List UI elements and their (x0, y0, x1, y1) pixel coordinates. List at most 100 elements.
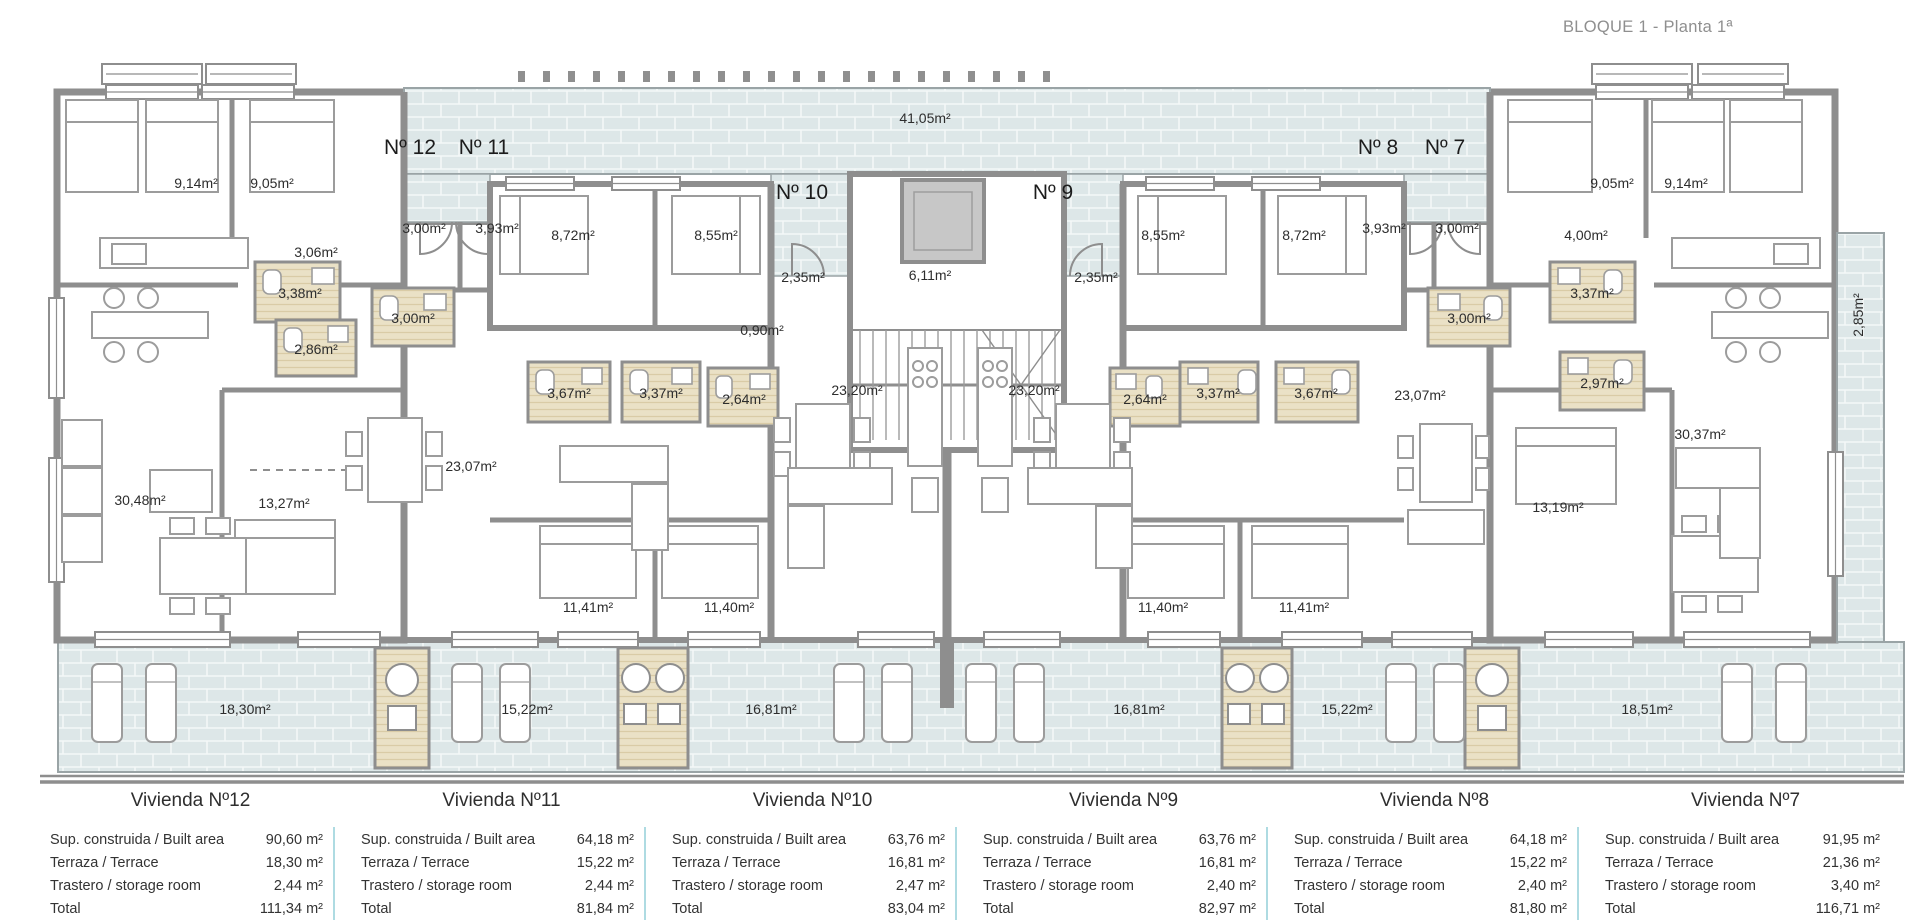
unit-number-label: Nº 7 (1424, 136, 1466, 159)
area-label: 23,20m² (831, 382, 883, 398)
area-label: 18,51m² (1621, 701, 1673, 717)
row-value: 15,22 m² (576, 855, 634, 871)
area-label: 41,05m² (899, 110, 951, 126)
area-label: 11,40m² (1137, 599, 1189, 615)
row-value: 90,60 m² (265, 832, 323, 848)
unit-table-row: Total 111,34 m² (50, 898, 323, 920)
area-label: 2,64m² (1123, 391, 1167, 407)
area-label: 2,97m² (1580, 375, 1624, 391)
area-label: 8,55m² (1141, 227, 1185, 243)
unit-table-title: Vivienda Nº10 (752, 790, 873, 811)
area-label: 8,72m² (551, 227, 595, 243)
row-label: Sup. construida / Built area (672, 832, 847, 848)
area-label: 30,48m² (114, 492, 166, 508)
bath-fixtures (262, 267, 1633, 399)
area-label: 18,30m² (219, 701, 271, 717)
unit-number-label: Nº 8 (1357, 136, 1399, 159)
row-label: Trastero / storage room (1605, 878, 1756, 894)
row-label: Trastero / storage room (50, 878, 201, 894)
unit-table-row: Terraza / Terrace 15,22 m² (361, 852, 634, 875)
unit-table-row: Trastero / storage room 2,47 m² (672, 875, 945, 898)
unit-number-label: Nº 11 (458, 136, 510, 159)
area-label: 9,14m² (174, 175, 218, 191)
area-label: 3,37m² (1196, 385, 1240, 401)
area-label: 16,81m² (1113, 701, 1165, 717)
row-value: 21,36 m² (1822, 855, 1880, 871)
row-label: Total (50, 901, 81, 917)
area-label: 3,00m² (391, 310, 435, 326)
row-label: Terraza / Terrace (50, 855, 159, 871)
row-label: Terraza / Terrace (983, 855, 1092, 871)
area-label: 30,37m² (1674, 426, 1726, 442)
area-label: 2,35m² (1074, 269, 1118, 285)
row-label: Terraza / Terrace (361, 855, 470, 871)
area-label: 2,85m² (1850, 293, 1866, 337)
area-label: 4,00m² (1564, 227, 1608, 243)
area-label: 13,27m² (258, 495, 310, 511)
row-label: Sup. construida / Built area (1294, 832, 1469, 848)
area-label: 3,00m² (1447, 310, 1491, 326)
row-value: 82,97 m² (1198, 901, 1256, 917)
unit-number-label: Nº 9 (1032, 181, 1074, 204)
area-label: 3,93m² (1362, 220, 1406, 236)
row-value: 2,47 m² (895, 878, 945, 894)
row-label: Terraza / Terrace (1294, 855, 1403, 871)
area-label: 3,37m² (1570, 285, 1614, 301)
row-label: Terraza / Terrace (1605, 855, 1714, 871)
row-value: 111,34 m² (259, 901, 323, 917)
area-label: 2,64m² (722, 391, 766, 407)
row-label: Total (361, 901, 392, 917)
row-label: Trastero / storage room (983, 878, 1134, 894)
area-label: 3,37m² (639, 385, 683, 401)
row-label: Total (672, 901, 703, 917)
area-label: 16,81m² (745, 701, 797, 717)
area-label: 3,67m² (1294, 385, 1338, 401)
row-label: Trastero / storage room (361, 878, 512, 894)
top-terrace (403, 87, 1885, 643)
furniture (61, 99, 1829, 615)
area-label: 3,00m² (1435, 220, 1479, 236)
stair-core (847, 171, 1067, 453)
unit-number-label: Nº 10 (775, 181, 829, 204)
area-label: 6,11m² (908, 267, 952, 283)
area-label: 23,07m² (1394, 387, 1446, 403)
row-label: Trastero / storage room (672, 878, 823, 894)
area-label: 13,19m² (1532, 499, 1584, 515)
planter-boxes (101, 63, 1789, 85)
entry-doors (419, 221, 1481, 277)
row-value: 2,44 m² (584, 878, 634, 894)
area-label: 8,72m² (1282, 227, 1326, 243)
row-label: Sup. construida / Built area (361, 832, 536, 848)
area-label: 3,00m² (402, 220, 446, 236)
area-label: 3,38m² (278, 285, 322, 301)
sun-loungers (91, 663, 1807, 743)
unit-table-title: Vivienda Nº7 (1690, 790, 1801, 811)
row-label: Trastero / storage room (1294, 878, 1445, 894)
row-label: Sup. construida / Built area (983, 832, 1158, 848)
row-value: 83,04 m² (887, 901, 945, 917)
floor-plan-svg (40, 63, 1905, 784)
area-label: 15,22m² (1321, 701, 1373, 717)
storage-rooms (373, 642, 1521, 770)
row-value: 2,40 m² (1517, 878, 1567, 894)
area-label: 3,67m² (547, 385, 591, 401)
